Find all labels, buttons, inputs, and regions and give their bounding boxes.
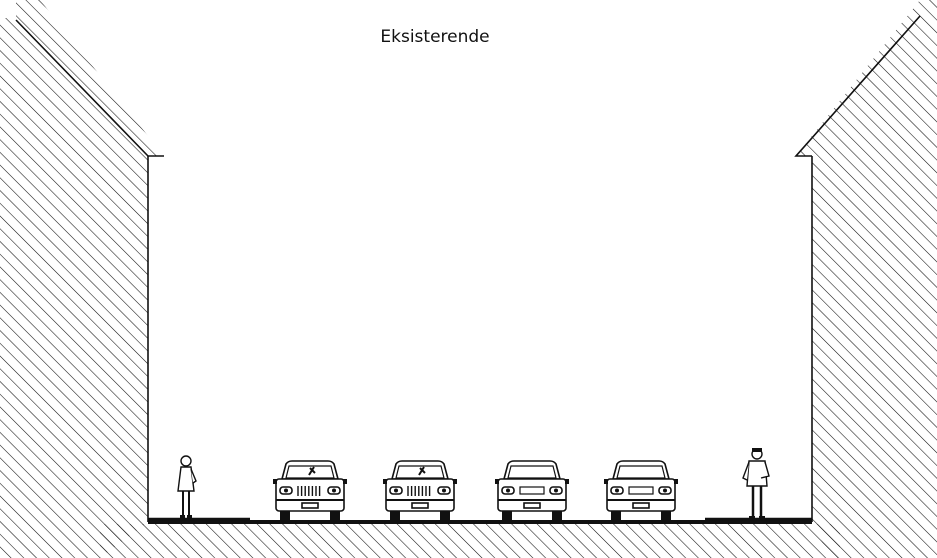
- car-3: [495, 460, 569, 520]
- man-figure: [742, 448, 770, 519]
- right-building: [794, 0, 937, 558]
- parked-cars: [273, 460, 678, 520]
- woman-figure: [177, 455, 197, 518]
- ground: [100, 517, 840, 558]
- car-4: [604, 460, 678, 520]
- car-2: [383, 460, 457, 520]
- diagram-title: Eksisterende: [380, 27, 489, 47]
- car-1: [273, 460, 347, 520]
- left-building: [0, 0, 164, 558]
